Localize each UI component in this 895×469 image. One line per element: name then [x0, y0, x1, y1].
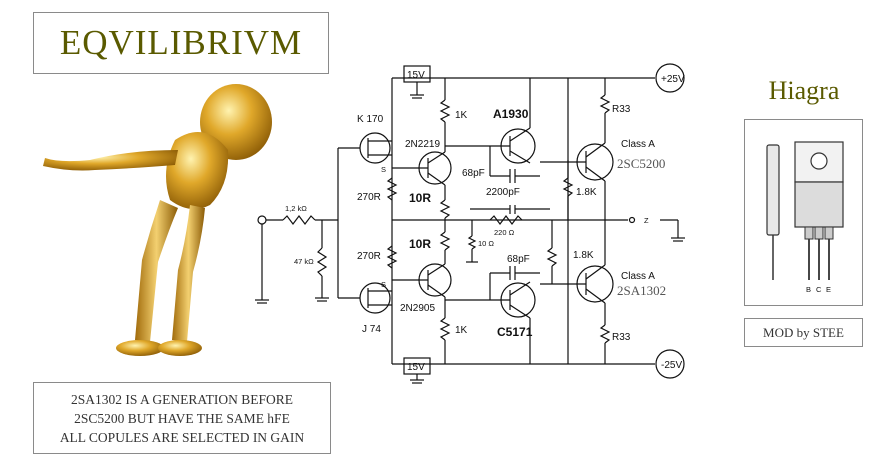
- q-out-top-class: Class A: [621, 139, 655, 150]
- r-10ohm-label: 10 Ω: [478, 239, 494, 248]
- pin-label: C: [816, 285, 822, 294]
- output-node: [628, 216, 636, 224]
- jfet-bottom-pin: S: [381, 280, 386, 289]
- q-driver-bottom-label: 2N2905: [400, 303, 435, 314]
- r-1k-top-label: 1K: [455, 110, 468, 121]
- jfet-top-label: K 170: [357, 114, 384, 125]
- q-out-bottom-label: 2SA1302: [617, 283, 666, 298]
- c-68-top-label: 68pF: [462, 168, 485, 179]
- mounting-hole-icon: [810, 152, 828, 170]
- q-mid-bottom-label: C5171: [497, 325, 533, 339]
- supply-neg-label: -25V: [661, 360, 682, 371]
- supply-pos-terminal: [655, 63, 685, 93]
- output-label: Z: [644, 216, 649, 225]
- r-fb-label: 220 Ω: [494, 228, 515, 237]
- mod-credit: MOD by STEE: [763, 324, 844, 340]
- c-fb-label: 2200pF: [486, 187, 520, 198]
- transistor-package-drawing: B C E: [766, 141, 844, 294]
- q-out-top-label: 2SC5200: [617, 156, 665, 171]
- r-in-shunt: [316, 247, 328, 277]
- q-driver-top-label: 2N2219: [405, 139, 440, 150]
- page-title: EQVILIBRIVM: [59, 23, 303, 62]
- jfet-bottom: [359, 282, 391, 314]
- r-in-label: 1,2 kΩ: [285, 204, 307, 213]
- r-18k-bottom-label: 1.8K: [573, 250, 594, 261]
- reg-top-label: 15V: [407, 70, 425, 81]
- input-terminal: [257, 215, 267, 225]
- supply-neg-terminal: [655, 349, 685, 379]
- brand-title: Hiagra: [768, 76, 840, 105]
- jfet-bottom-label: J 74: [362, 324, 381, 335]
- note-line: 2SA1302 IS A GENERATION BEFORE: [70, 391, 294, 407]
- r-270-top-label: 270R: [357, 192, 381, 203]
- title-box: EQVILIBRIVM: [33, 12, 329, 74]
- supply-pos-label: +25V: [661, 74, 685, 85]
- r-033-top-label: R33: [612, 104, 631, 115]
- r-in-shunt-label: 47 kΩ: [294, 257, 314, 266]
- r-1k-bottom-label: 1K: [455, 325, 468, 336]
- r-033-bottom-label: R33: [612, 332, 631, 343]
- reg-bottom-label: 15V: [407, 362, 425, 373]
- package-body: [794, 181, 844, 228]
- pin-label: E: [826, 285, 831, 294]
- note-line: ALL COPULES ARE SELECTED IN GAIN: [59, 429, 305, 445]
- note-box: 2SA1302 IS A GENERATION BEFORE 2SC5200 B…: [33, 382, 331, 454]
- jfet-top-pin: S: [381, 165, 386, 174]
- pin-label: B: [806, 285, 811, 294]
- r-270-bottom-label: 270R: [357, 251, 381, 262]
- r-in: [282, 215, 316, 225]
- r-10-bottom-label: 10R: [409, 237, 431, 251]
- c-68-bottom-label: 68pF: [507, 254, 530, 265]
- jfet-top: [359, 132, 391, 164]
- mod-credit-box: MOD by STEE: [744, 318, 863, 347]
- transistor-package-box: B C E: [744, 119, 863, 306]
- note-line: 2SC5200 BUT HAVE THE SAME hFE: [74, 410, 290, 426]
- r-18k-top-label: 1.8K: [576, 187, 597, 198]
- q-mid-top-label: A1930: [493, 107, 529, 121]
- q-out-bottom-class: Class A: [621, 271, 655, 282]
- r-10-top-label: 10R: [409, 191, 431, 205]
